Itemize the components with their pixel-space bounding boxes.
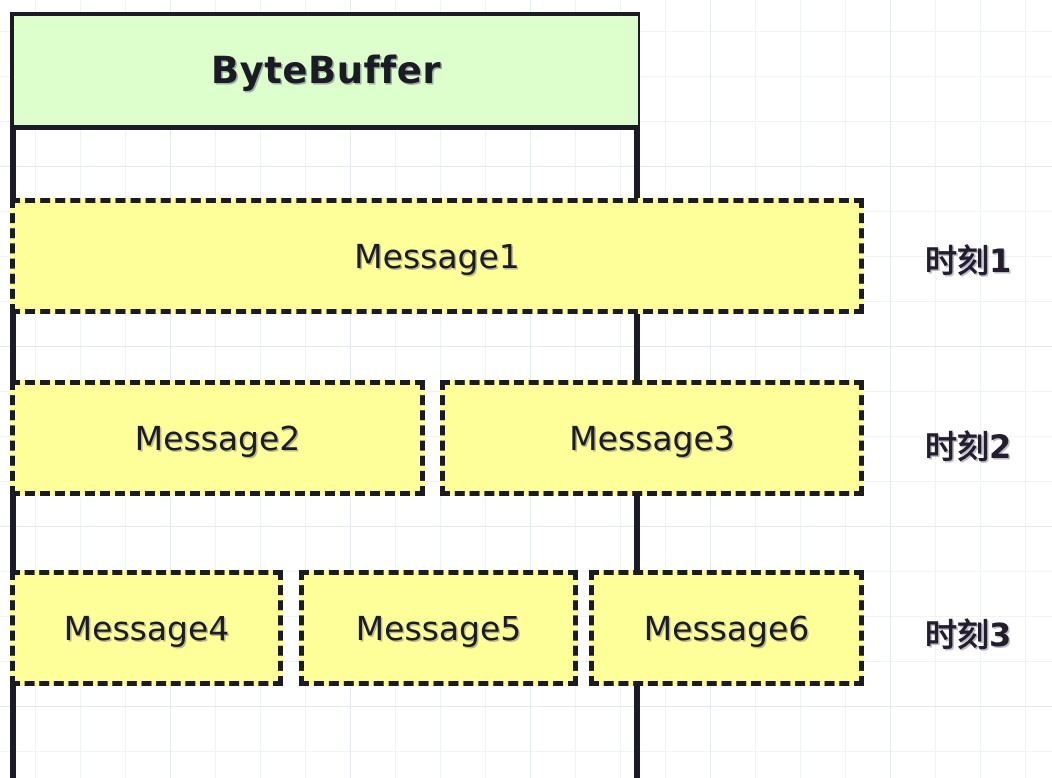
message-box: Message6	[589, 570, 864, 686]
message-label: Message3	[569, 418, 735, 458]
time-label-3: 时刻3	[925, 616, 1012, 654]
time-label-2: 时刻2	[925, 428, 1012, 466]
message-box: Message1	[10, 198, 864, 314]
message-label: Message2	[134, 418, 301, 458]
bytebuffer-label: ByteBuffer	[210, 49, 442, 92]
message-label: Message6	[643, 608, 810, 648]
message-label: Message1	[354, 236, 520, 276]
time-label-1: 时刻1	[925, 242, 1012, 280]
message-box: Message4	[10, 570, 283, 686]
message-box: Message2	[10, 380, 425, 496]
bytebuffer-header: ByteBuffer	[14, 16, 638, 130]
message-label: Message4	[63, 608, 230, 648]
message-label: Message5	[355, 608, 522, 648]
message-box: Message3	[440, 380, 864, 496]
message-box: Message5	[299, 570, 578, 686]
